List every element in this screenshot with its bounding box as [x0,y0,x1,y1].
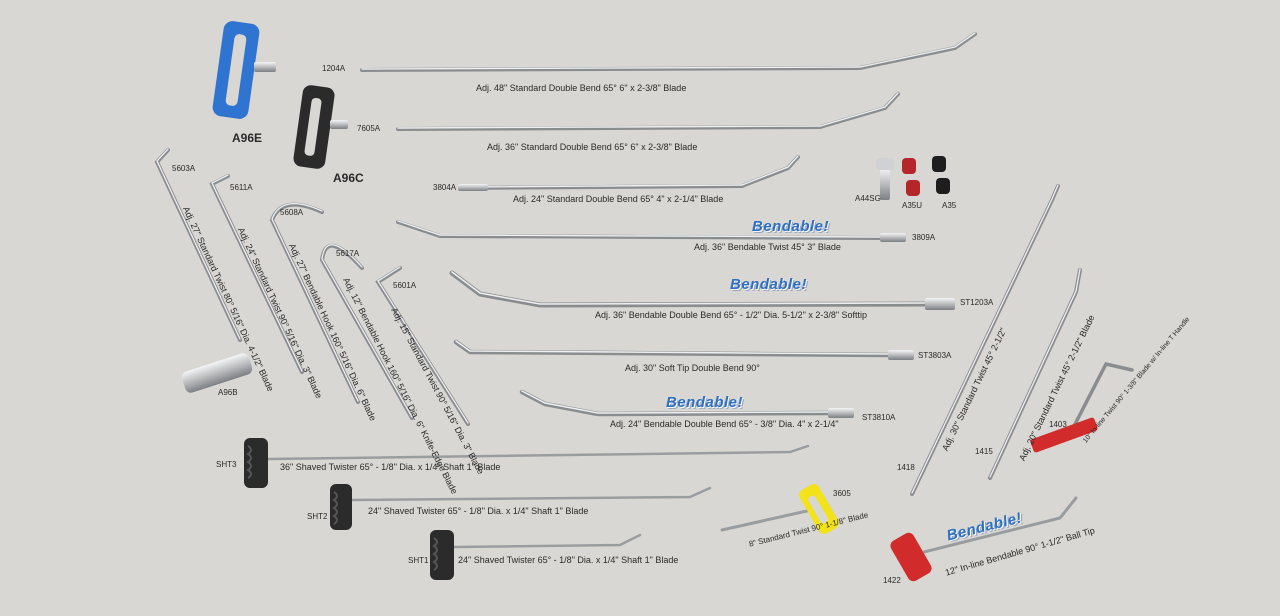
desc-ST1203A: Adj. 36" Bendable Double Bend 65° - 1/2"… [595,310,868,320]
accessory-A35U [902,158,920,196]
rod-1204A [360,32,977,72]
rod-3804A [458,155,800,191]
code-1204A: 1204A [322,64,346,73]
handle-A96C [293,85,348,169]
handle-A96E [212,21,276,119]
code-5617A: 5617A [336,249,360,258]
code-5601A: 5601A [393,281,417,290]
desc-3809A: Adj. 36" Bendable Twist 45° 3" Blade [694,242,841,252]
code-SHT2: SHT2 [307,512,328,521]
code-3804A: 3804A [433,183,457,192]
tool-SHT1 [430,530,642,580]
rod-5617A [319,243,414,420]
code-ST1203A: ST1203A [960,298,994,307]
rod-3809A [396,220,906,242]
tool-SHT2 [330,484,712,530]
label-A96C: A96C [333,171,364,185]
code-1418: 1418 [897,463,915,472]
desc-3804A: Adj. 24" Standard Double Bend 65° 4" x 2… [513,194,724,204]
code-5603A: 5603A [172,164,196,173]
code-7605A: 7605A [357,124,381,133]
label-A35: A35 [942,201,957,210]
rod-7605A [396,92,900,131]
desc-SHT1: 24" Shaved Twister 65° - 1/8" Dia. x 1/4… [458,555,679,565]
rod-ST3810A [519,389,854,418]
rod-1418 [910,184,1060,496]
rod-5603A [154,148,242,342]
bendable-badge-ST3810A: Bendable! [666,394,744,411]
handle-A96B [181,353,253,393]
code-3809A: 3809A [912,233,936,242]
label-A44SG: A44SG [855,194,881,203]
code-SHT3: SHT3 [216,460,237,469]
code-ST3803A: ST3803A [918,351,952,360]
tool-SHT3 [244,438,810,488]
tool-3605 [720,484,839,534]
code-ST3810A: ST3810A [862,413,896,422]
code-SHT1: SHT1 [408,556,429,565]
code-5608A: 5608A [280,208,304,217]
label-A96B: A96B [218,388,238,397]
label-A96E: A96E [232,131,263,145]
bendable-badge-3809A: Bendable! [752,218,830,235]
bendable-badge-ST1203A: Bendable! [730,276,808,293]
desc-SHT3: 36" Shaved Twister 65° - 1/8" Dia. x 1/4… [280,462,501,472]
rod-1415 [988,268,1082,480]
code-1415: 1415 [975,447,993,456]
desc-ST3810A: Adj. 24" Bendable Double Bend 65° - 3/8"… [610,419,839,429]
rod-5611A [209,174,304,374]
accessory-A44SG [876,158,894,200]
desc-ST3803A: Adj. 30" Soft Tip Double Bend 90° [625,363,760,373]
desc-7605A: Adj. 36" Standard Double Bend 65° 6" x 2… [487,142,698,152]
code-5611A: 5611A [230,183,253,192]
rod-5608A [269,202,360,404]
code-3605: 3605 [833,489,851,498]
tool-1403 [1030,361,1134,453]
code-1422: 1422 [883,576,901,585]
desc-1204A: Adj. 48" Standard Double Bend 65° 6" x 2… [476,83,687,93]
accessory-A35 [932,156,950,194]
code-1403: 1403 [1049,420,1067,429]
rod-ST3803A [453,339,914,360]
rod-ST1203A [449,270,955,310]
desc-SHT2: 24" Shaved Twister 65° - 1/8" Dia. x 1/4… [368,506,589,516]
label-A35U: A35U [902,201,923,210]
tool-1422 [890,496,1078,582]
rod-5601A [375,266,470,426]
